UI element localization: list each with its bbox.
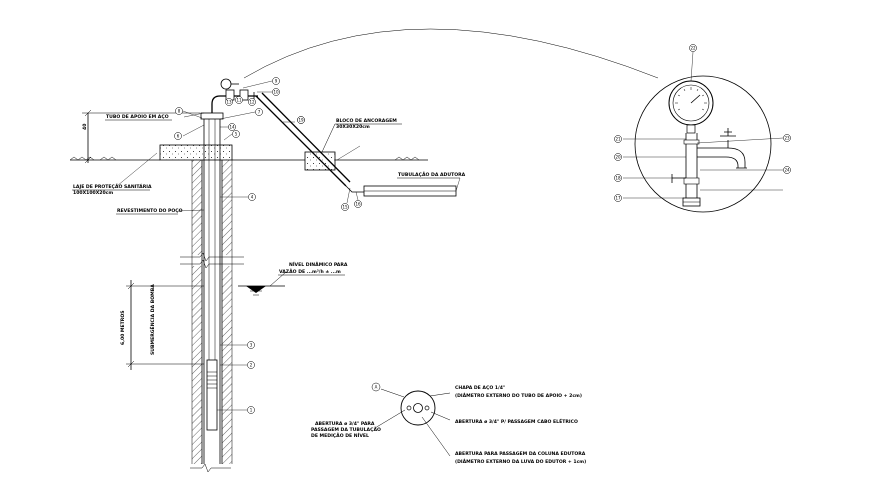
svg-text:1: 1	[250, 408, 253, 413]
svg-text:15: 15	[342, 205, 348, 210]
label-abertura-medicao-1: ABERTURA ø 3/4" PARA	[315, 421, 375, 427]
callout-10: 10	[272, 88, 280, 96]
svg-text:9: 9	[275, 79, 278, 84]
label-abertura-medicao-2: PASSAGEM DA TUBULAÇÃO	[311, 426, 381, 433]
callout-18: 18	[614, 174, 622, 182]
discharge-pipe	[255, 92, 457, 197]
label-bloco-dim: 30X30X20cm	[336, 124, 370, 130]
annotation-labels: TUBO DE APOIO EM AÇO BLOCO DE ANCORAGEM …	[72, 114, 586, 465]
callout-16: 16	[354, 200, 362, 208]
label-vazao: VAZÃO DE ...m³/h ± ...m	[279, 268, 341, 275]
callout-1: 1	[247, 406, 255, 414]
label-chapa: CHAPA DE AÇO 1/4"	[455, 385, 505, 391]
svg-text:A: A	[375, 385, 378, 390]
callout-bubbles: 1 2 3 4 5 6 7 8 9 10 11 12 13 14 15 16 1…	[174, 44, 791, 414]
svg-text:17: 17	[615, 196, 621, 201]
svg-text:10: 10	[273, 90, 279, 95]
label-6-metros: 6,00 METROS	[120, 310, 126, 345]
callout-leaders	[116, 51, 784, 411]
label-abertura-medicao-3: DE MEDIÇÃO DE NÍVEL	[311, 431, 369, 439]
callout-9: 9	[272, 77, 280, 85]
svg-text:11: 11	[236, 98, 242, 103]
callout-17: 17	[614, 194, 622, 202]
label-abertura-cabo: ABERTURA ø 3/4" P/ PASSAGEM CABO ELÉTRIC…	[455, 417, 578, 425]
svg-text:23: 23	[784, 136, 790, 141]
svg-text:4: 4	[251, 195, 254, 200]
label-tubo-apoio: TUBO DE APOIO EM AÇO	[106, 114, 169, 120]
svg-text:21: 21	[615, 137, 621, 142]
svg-text:19: 19	[298, 118, 304, 123]
svg-text:13: 13	[226, 100, 232, 105]
callout-20: 20	[614, 153, 622, 161]
svg-text:6: 6	[177, 134, 180, 139]
callout-15: 15	[341, 203, 349, 211]
svg-text:18: 18	[615, 176, 621, 181]
label-bloco-ancoragem: BLOCO DE ANCORAGEM	[336, 118, 397, 124]
callout-14: 14	[228, 123, 236, 131]
svg-text:12: 12	[249, 100, 255, 105]
callout-7: 7	[255, 108, 263, 116]
callout-6: 6	[174, 132, 182, 140]
label-dim-40: 40	[82, 124, 88, 130]
label-laje: LAJE DE PROTEÇÃO SANITÁRIA	[73, 183, 152, 190]
label-abertura-coluna-dim: (DIÂMETRO EXTERNO DA LUVA DO EDUTOR + 1c…	[455, 458, 586, 465]
label-tubulacao-adutora: TUBULAÇÃO DA ADUTORA	[398, 171, 466, 178]
label-revestimento: REVESTIMENTO DO POÇO	[117, 208, 183, 214]
callout-24: 24	[783, 166, 791, 174]
svg-text:2: 2	[250, 363, 253, 368]
svg-text:20: 20	[615, 155, 621, 160]
label-nivel-dinamico: NÍVEL DINÂMICO PARA	[289, 260, 348, 268]
anchor-block	[304, 151, 336, 171]
svg-text:16: 16	[355, 202, 361, 207]
svg-text:22: 22	[690, 46, 696, 51]
svg-text:24: 24	[784, 168, 790, 173]
callout-4: 4	[248, 193, 256, 201]
dynamic-water-level	[238, 271, 287, 296]
callout-a: A	[371, 382, 381, 392]
callout-3: 3	[247, 341, 255, 349]
detail-leader-arc	[243, 28, 659, 79]
faucet-icon	[697, 128, 747, 169]
svg-text:5: 5	[235, 132, 238, 137]
callout-22: 22	[689, 44, 697, 52]
plate-detail-a	[374, 388, 451, 457]
label-abertura-coluna: ABERTURA PARA PASSAGEM DA COLUNA EDUTORA	[455, 451, 586, 457]
detail-circle	[634, 75, 772, 213]
svg-text:8: 8	[178, 109, 181, 114]
svg-text:7: 7	[258, 110, 261, 115]
label-chapa-dim: (DIÂMETRO EXTERNO DO TUBO DE APOIO + 2cm…	[455, 392, 582, 399]
svg-text:3: 3	[250, 343, 253, 348]
label-submergencia: SUBMERGÊNCIA DA BOMBA	[148, 284, 156, 355]
callout-11: 11	[235, 96, 243, 104]
callout-23: 23	[783, 134, 791, 142]
sanitary-slab	[159, 144, 233, 161]
submersible-pump	[206, 359, 218, 431]
callout-19: 19	[297, 116, 305, 124]
callout-21: 21	[614, 135, 622, 143]
label-laje-dim: 100X100X20cm	[73, 190, 113, 196]
callout-13: 13	[225, 98, 233, 106]
callout-5: 5	[232, 130, 240, 138]
wellhead-assembly	[211, 78, 258, 113]
well-casing	[200, 112, 224, 464]
svg-text:14: 14	[229, 125, 235, 130]
submergence-dimension	[126, 280, 204, 370]
ground-line	[69, 156, 428, 161]
callout-2: 2	[247, 361, 255, 369]
callout-12: 12	[248, 98, 256, 106]
callout-8: 8	[175, 107, 183, 115]
